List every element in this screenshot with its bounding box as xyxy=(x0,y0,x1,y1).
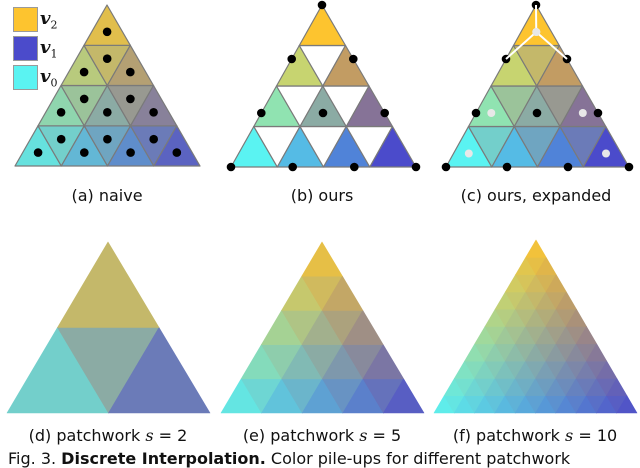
panel-b-ours-triangle xyxy=(226,0,421,172)
triangle-cell xyxy=(57,241,160,328)
sample-point-black xyxy=(257,108,266,118)
triangle-cell xyxy=(153,125,201,167)
interpolation-line xyxy=(505,31,537,60)
sample-point-black xyxy=(288,162,298,172)
sample-point-black xyxy=(349,54,358,64)
panel-b-label: (b) ours xyxy=(290,186,354,205)
caption-title: Discrete Interpolation. xyxy=(61,449,266,468)
sample-point-black xyxy=(317,0,327,10)
sample-point-black xyxy=(318,108,328,118)
panel-a-naive-triangle xyxy=(14,4,201,167)
panel-f-label: (f) patchwork s = 10 xyxy=(452,426,618,445)
triangle-cell xyxy=(383,378,425,414)
triangle-cell xyxy=(345,85,394,128)
sample-point-black xyxy=(102,54,112,63)
triangle-cell xyxy=(342,310,384,345)
triangle-cell xyxy=(535,256,557,275)
triangle-cell xyxy=(616,395,638,414)
sample-point-black xyxy=(350,162,359,172)
triangle-cell xyxy=(555,291,577,310)
caption-text: Color pile-ups for different patchwork xyxy=(270,449,571,468)
triangle-cell xyxy=(106,44,155,87)
sample-point-black xyxy=(532,108,542,118)
sample-point-black xyxy=(380,108,390,118)
sample-point-black xyxy=(287,54,297,64)
sample-point-black xyxy=(502,162,512,172)
triangle-cell xyxy=(362,344,404,380)
sample-point-black xyxy=(80,148,89,157)
sample-point-black xyxy=(103,108,112,117)
legend-item-v2: v2 xyxy=(13,5,57,34)
triangle-cell xyxy=(321,275,364,311)
v2-swatch xyxy=(13,7,38,32)
v1-label: v1 xyxy=(40,36,58,61)
panel-c-label: (c) ours, expanded xyxy=(460,186,612,205)
triangle-cell xyxy=(322,44,370,87)
triangle-cell xyxy=(525,239,547,258)
sample-point-black xyxy=(126,67,135,77)
panel-d-patchwork-s2-triangle xyxy=(6,241,211,414)
triangle-cell xyxy=(545,274,567,293)
sample-point-black xyxy=(126,94,135,104)
triangle-cell xyxy=(596,360,618,379)
panel-c-ours-expanded-triangle xyxy=(441,0,634,172)
sample-point-black xyxy=(441,162,451,172)
sample-point-black xyxy=(103,134,112,144)
triangle-cell xyxy=(83,4,131,46)
panel-e-label: (e) patchwork s = 5 xyxy=(242,426,402,445)
triangle-cell xyxy=(606,378,628,397)
sample-point-black xyxy=(79,67,89,77)
panel-f-patchwork-s10-triangle xyxy=(433,239,638,414)
interpolation-line xyxy=(535,31,568,60)
sample-point-black xyxy=(226,162,236,172)
triangle-cell xyxy=(129,84,178,127)
sample-point-white xyxy=(602,149,610,158)
color-legend: v2 v1 v0 xyxy=(13,5,57,92)
sample-point-black xyxy=(56,108,66,117)
v2-label: v2 xyxy=(40,7,58,32)
sample-point-black xyxy=(172,148,182,157)
sample-point-black xyxy=(149,108,158,117)
sample-point-white xyxy=(487,109,496,117)
v0-swatch xyxy=(13,65,38,90)
triangle-cell xyxy=(536,44,584,87)
sample-point-white xyxy=(578,109,587,117)
v0-label: v0 xyxy=(40,65,58,90)
figure-caption: Fig. 3. Discrete Interpolation. Color pi… xyxy=(8,449,570,468)
sample-point-black xyxy=(56,134,66,144)
v1-swatch xyxy=(13,36,38,61)
sample-point-black xyxy=(624,162,634,172)
triangle-cell xyxy=(298,4,347,47)
sample-point-black xyxy=(149,134,158,144)
triangle-cell xyxy=(369,125,417,168)
triangle-cell xyxy=(301,241,343,277)
legend-item-v0: v0 xyxy=(13,63,57,92)
panel-e-patchwork-s5-triangle xyxy=(220,241,425,414)
panel-d-label: (d) patchwork s = 2 xyxy=(28,426,188,445)
triangle-cell xyxy=(582,125,630,168)
triangle-cell xyxy=(575,326,597,345)
sample-point-black xyxy=(593,108,603,118)
sample-point-black xyxy=(563,162,573,172)
triangle-cell xyxy=(559,85,607,128)
sample-point-black xyxy=(126,148,135,157)
panel-a-label: (a) naive xyxy=(71,186,143,205)
triangle-cell xyxy=(586,343,608,362)
sample-point-black xyxy=(102,27,112,37)
sample-point-black xyxy=(471,108,481,118)
legend-item-v1: v1 xyxy=(13,34,57,63)
triangle-cell xyxy=(565,308,587,327)
sample-point-white xyxy=(532,28,541,36)
triangle-cell xyxy=(108,327,211,414)
caption-fig-number: Fig. 3. xyxy=(8,449,57,468)
sample-point-black xyxy=(79,94,89,104)
sample-point-black xyxy=(411,162,421,172)
sample-point-white xyxy=(464,149,473,158)
sample-point-black xyxy=(33,148,43,157)
